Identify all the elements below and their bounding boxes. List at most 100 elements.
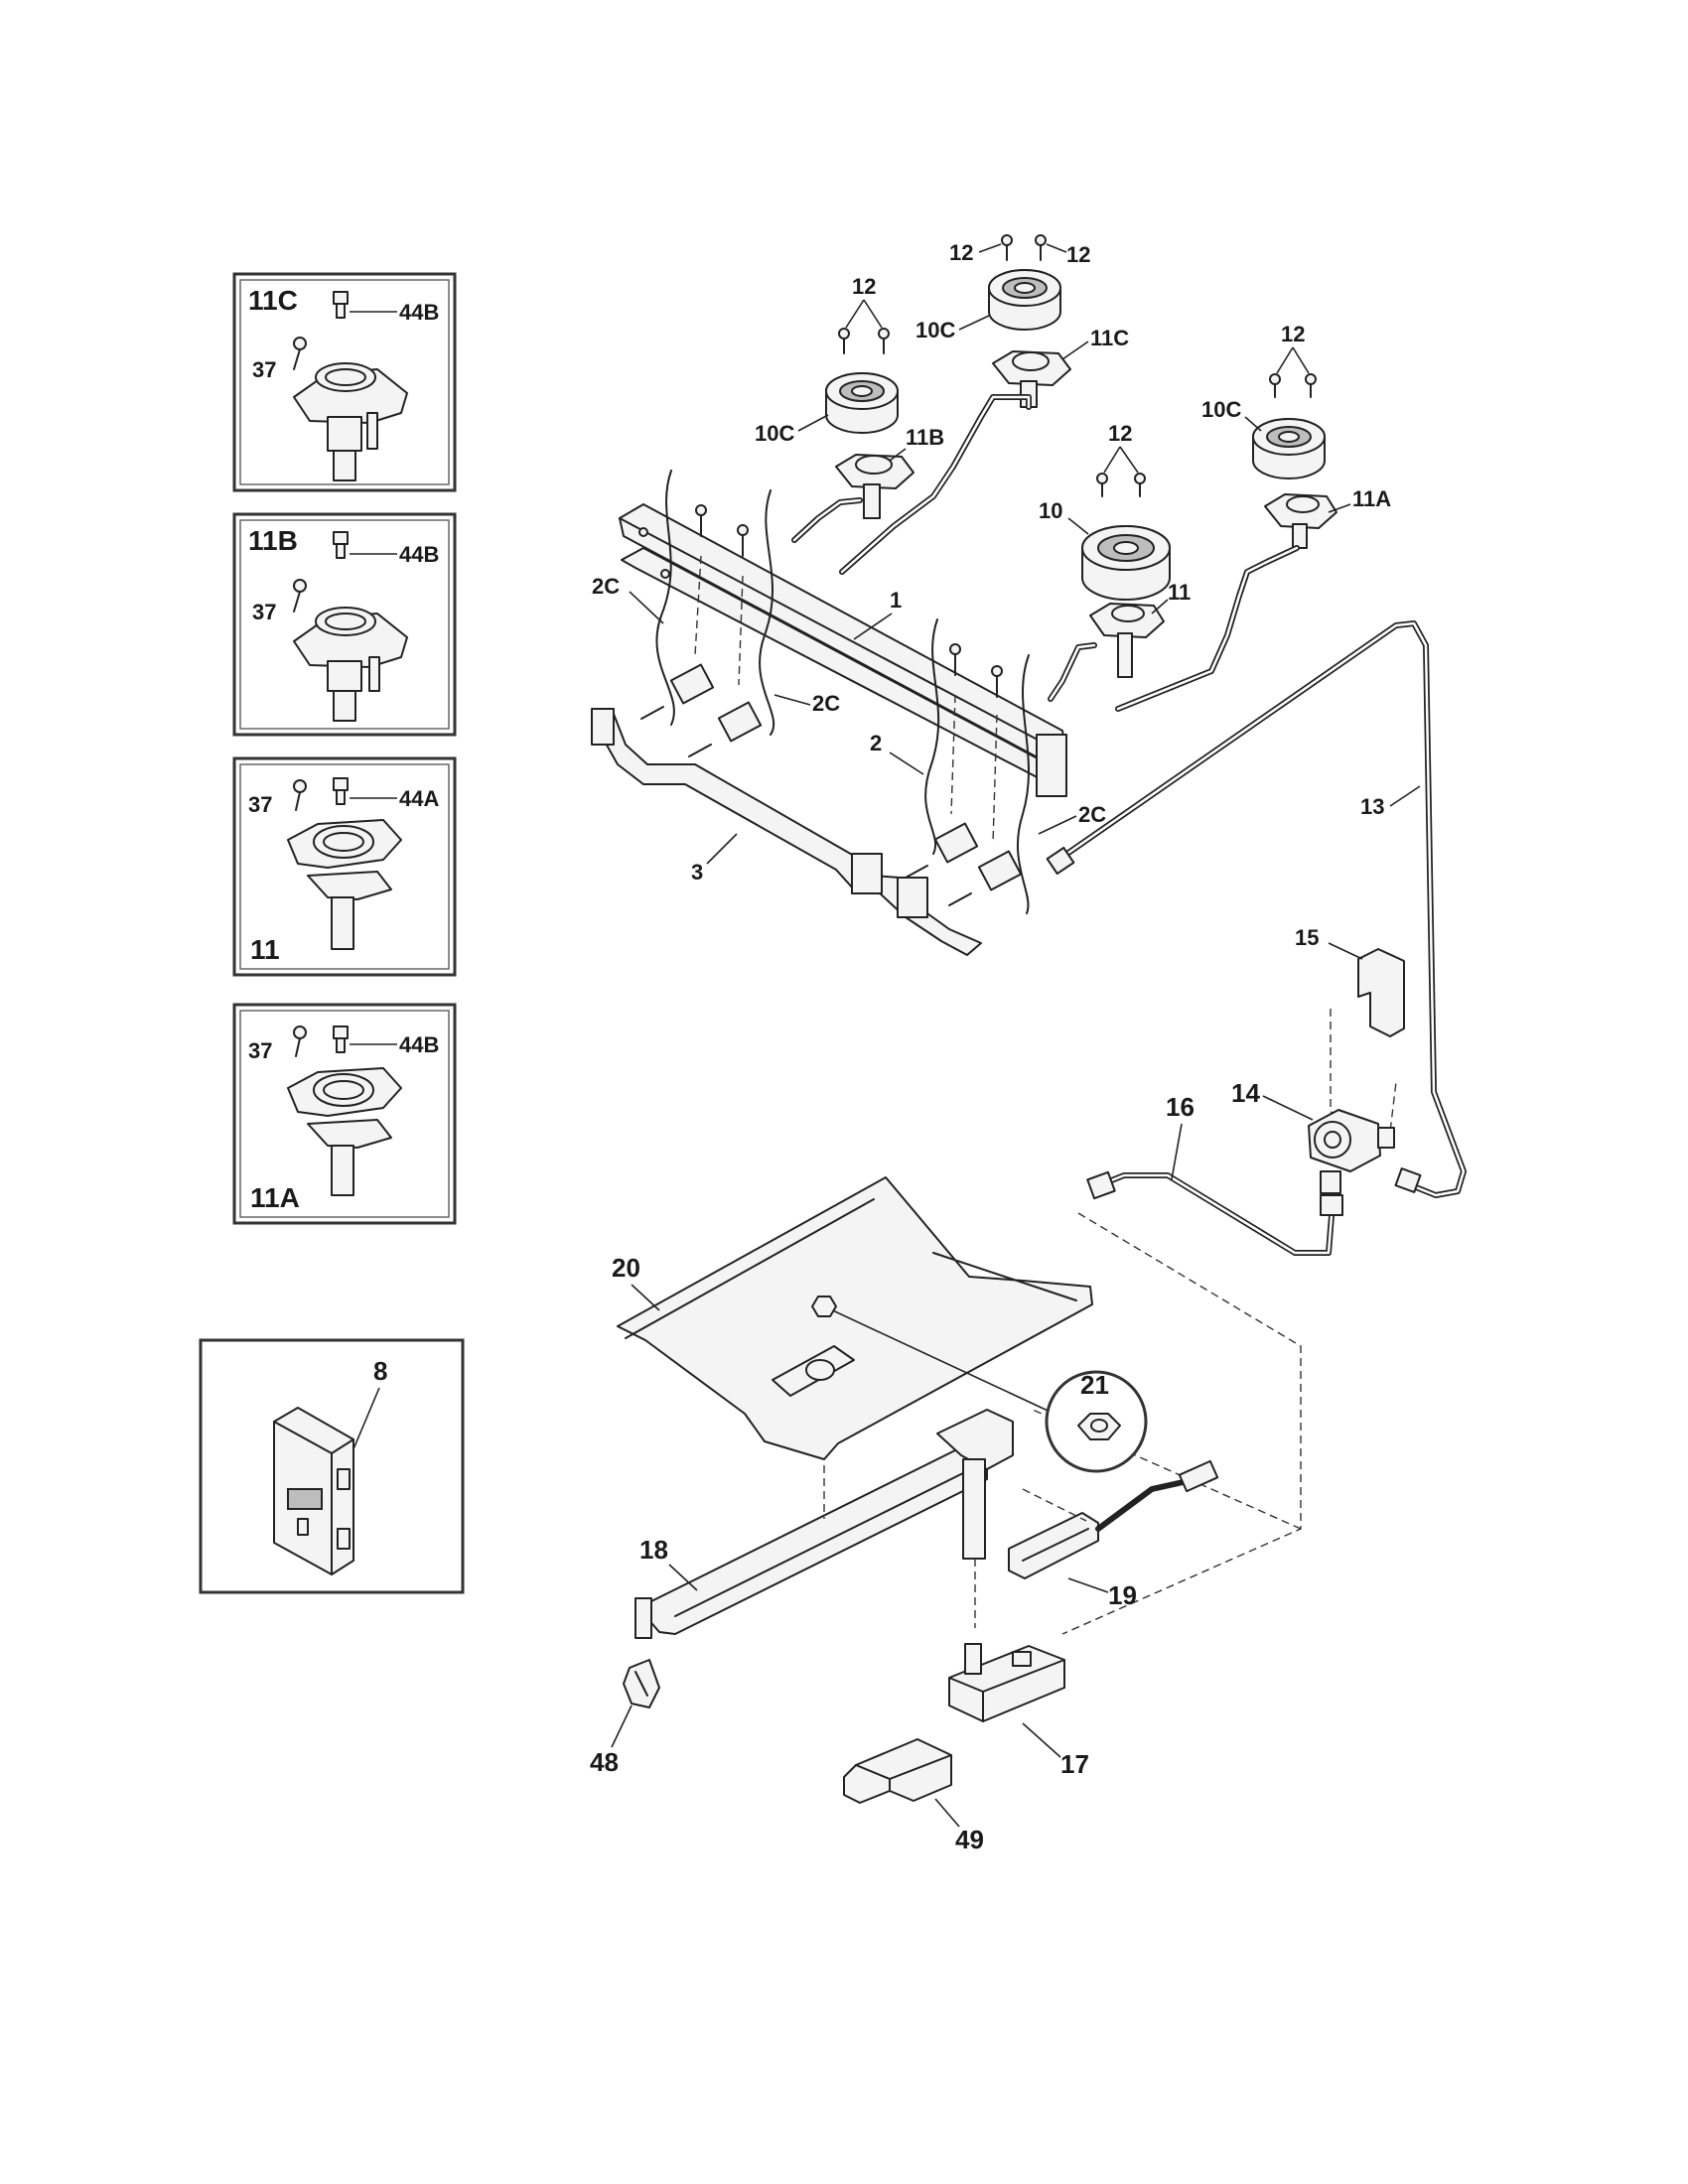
cap-screw-icon — [333, 1025, 349, 1053]
burner-base-11c — [992, 350, 1071, 408]
screw-icon — [1305, 373, 1317, 398]
assembly-dashed-connections — [1032, 1212, 1302, 1635]
callout-12: 12 — [852, 274, 876, 299]
bake-burner-18 — [634, 1409, 1014, 1639]
screw-12-group: 12 12 12 12 12 — [838, 234, 1317, 497]
callout-10c: 10C — [915, 318, 955, 342]
cap-label: 44A — [399, 786, 439, 811]
inset-title: 11 — [250, 934, 280, 965]
ignition-wires — [655, 470, 1030, 914]
callout-21: 21 — [1080, 1370, 1109, 1400]
manifold-screws — [694, 504, 1003, 845]
cap-label: 44B — [399, 542, 439, 567]
burner-valve-icon — [293, 362, 408, 481]
cap-label: 44B — [399, 300, 439, 325]
gas-valves — [640, 663, 1023, 906]
inset-valve-11c: 11C 44B 37 — [232, 272, 457, 492]
manifold-bracket-3 — [591, 708, 982, 956]
screw-icon — [1035, 234, 1047, 261]
burner-cap-main — [1081, 525, 1171, 601]
callout-12: 12 — [1066, 242, 1090, 267]
screw-icon — [293, 579, 307, 613]
inset-valve-11: 37 44A 11 — [232, 756, 457, 977]
inset-title: 11A — [250, 1182, 300, 1213]
callout-16: 16 — [1166, 1092, 1195, 1122]
callout-14: 14 — [1231, 1078, 1260, 1108]
nut-21-detail — [811, 1296, 1148, 1473]
valve-icon — [688, 701, 763, 757]
screw-icon — [293, 779, 307, 811]
valve-icon — [905, 822, 979, 879]
screw-icon — [949, 643, 961, 676]
cap-screw-icon — [333, 777, 349, 805]
callout-10: 10 — [1039, 498, 1062, 523]
callout-10c: 10C — [1201, 397, 1241, 422]
supply-tube-16 — [1086, 1170, 1343, 1256]
supply-tube-13 — [1046, 620, 1467, 1198]
callout-20: 20 — [612, 1253, 640, 1283]
inset-valve-11b: 11B 44B 37 — [232, 512, 457, 737]
valve-icon — [948, 850, 1023, 906]
callout-18: 18 — [639, 1535, 668, 1565]
callout-11c: 11C — [1090, 326, 1129, 350]
inset-title: 11C — [248, 285, 298, 316]
valve-icon — [640, 663, 715, 720]
burner-valve-icon — [293, 607, 408, 722]
screw-label: 37 — [248, 1038, 272, 1063]
burner-cap-top-left — [825, 372, 899, 434]
screw-icon — [991, 665, 1003, 698]
callout-12: 12 — [949, 240, 973, 265]
burner-base-11 — [1089, 603, 1165, 678]
callout-1: 1 — [890, 588, 902, 613]
burner-valve-icon — [287, 1067, 402, 1196]
callout-2c: 2C — [812, 691, 840, 716]
inset-igniter-module: 8 — [199, 1338, 465, 1594]
burner-baffle-20 — [617, 1176, 1093, 1460]
cap-screw-icon — [333, 291, 349, 319]
manifold-pipe-1 — [619, 503, 1067, 797]
screw-label: 37 — [252, 600, 276, 624]
callout-11a: 11A — [1352, 486, 1391, 511]
cap-label: 44B — [399, 1032, 439, 1057]
burner-cap-top-center — [988, 269, 1061, 331]
callout-2c: 2C — [1078, 802, 1106, 827]
igniter-module-label: 8 — [373, 1356, 387, 1386]
callout-12: 12 — [1281, 322, 1305, 346]
screw-icon — [293, 337, 307, 370]
screw-icon — [695, 504, 707, 537]
screw-icon — [1001, 234, 1013, 261]
callout-19: 19 — [1108, 1580, 1137, 1610]
pressure-regulator-14 — [1308, 1109, 1395, 1194]
valve-bracket-49 — [843, 1738, 952, 1804]
spark-module-icon — [273, 1407, 354, 1575]
callout-11: 11 — [1168, 580, 1191, 605]
inset-title: 11B — [248, 525, 298, 556]
burner-feed-tubes — [791, 394, 1300, 712]
screw-icon — [1269, 373, 1281, 398]
screw-icon — [293, 1025, 307, 1057]
callout-17: 17 — [1060, 1749, 1089, 1779]
burner-clip-48 — [623, 1659, 660, 1708]
screw-icon — [1134, 473, 1146, 497]
screw-label: 37 — [248, 792, 272, 817]
callout-12: 12 — [1108, 421, 1132, 446]
burner-base-11b — [835, 454, 914, 519]
callout-2c: 2C — [592, 574, 620, 599]
callout-48: 48 — [590, 1747, 619, 1777]
screw-icon — [838, 328, 850, 354]
oven-safety-valve-17 — [948, 1643, 1065, 1722]
regulator-bracket-15 — [1330, 948, 1405, 1133]
screw-icon — [878, 328, 890, 354]
screw-icon — [1096, 473, 1108, 497]
burner-valve-icon — [287, 819, 402, 950]
callout-49: 49 — [955, 1825, 984, 1854]
oven-igniter-19 — [1008, 1459, 1219, 1579]
callout-10c: 10C — [755, 421, 794, 446]
screw-label: 37 — [252, 357, 276, 382]
burner-cap-top-right — [1252, 418, 1326, 479]
callout-13: 13 — [1360, 794, 1384, 819]
screw-icon — [737, 524, 749, 557]
cap-screw-icon — [333, 531, 349, 559]
callout-11b: 11B — [906, 425, 944, 450]
